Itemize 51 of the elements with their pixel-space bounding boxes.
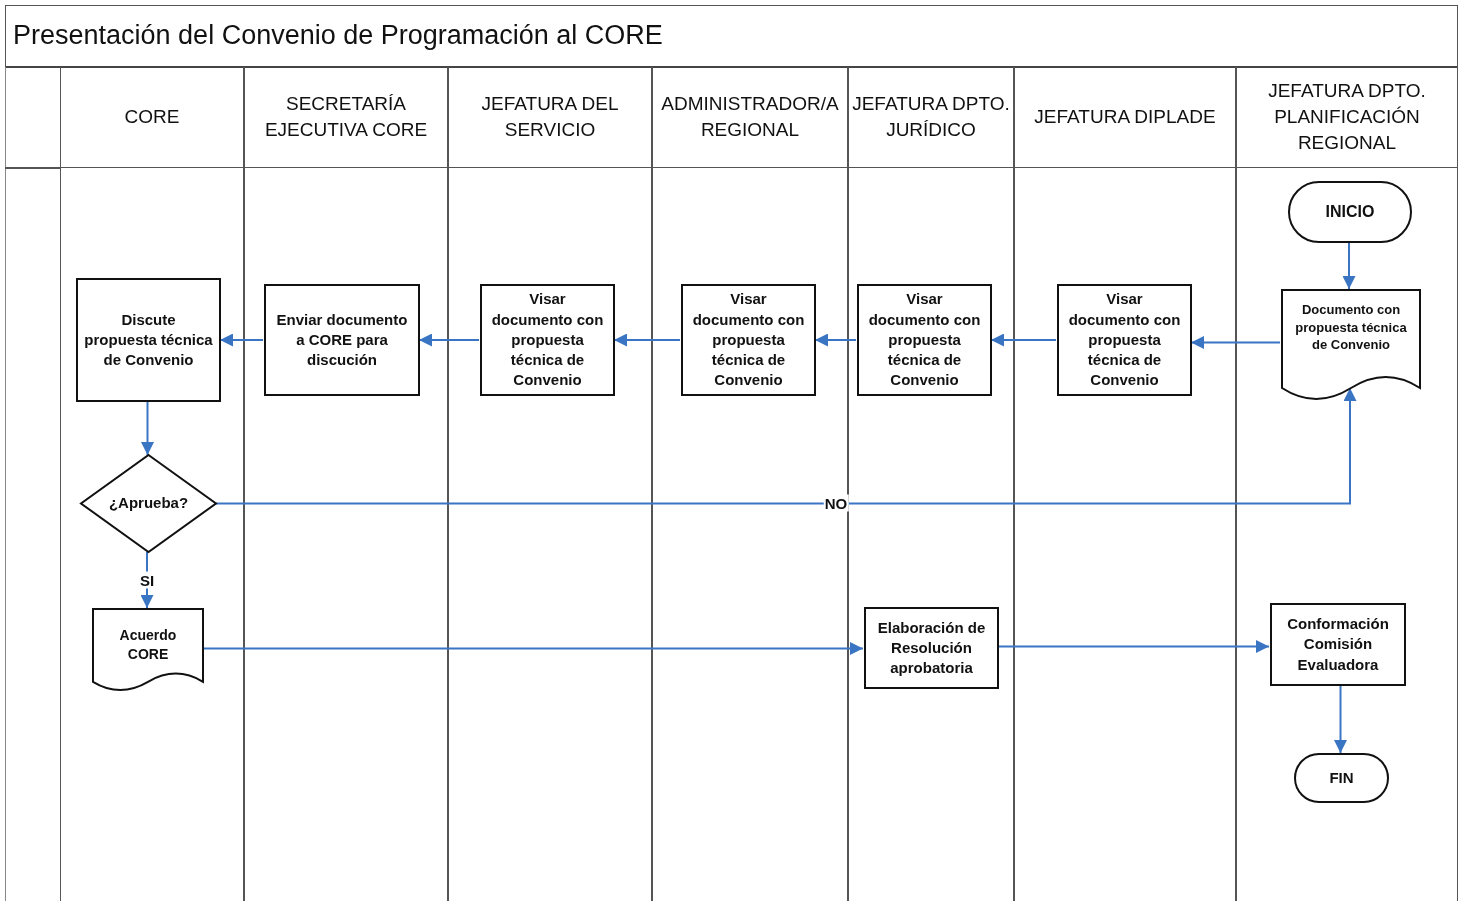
lane-header: JEFATURA DEL SERVICIO — [449, 67, 651, 168]
edge-label: SI — [138, 571, 156, 589]
step-text: Visar documento con propuesta técnica de Convenio — [691, 289, 806, 391]
process-box — [1270, 603, 1406, 686]
process-box — [857, 284, 992, 396]
swimlane — [244, 67, 448, 901]
connector-arrow — [202, 642, 864, 655]
step-text: Enviar documento a CORE para discución — [275, 309, 409, 371]
step-text: Elaboración de Resolución aprobatoria — [876, 617, 987, 679]
swimlane — [848, 67, 1014, 901]
step-text: INICIO — [1324, 202, 1376, 223]
step-text: Documento con propuesta técnica de Convenio — [1294, 301, 1408, 354]
connector-arrow — [997, 640, 1270, 653]
connector-arrow — [141, 401, 154, 456]
step-text: Visar documento con propuesta técnica de Convenio — [1067, 289, 1182, 391]
connector-arrow — [219, 333, 264, 347]
diagram-title: Presentación del Convenio de Programación al CORE — [13, 20, 663, 51]
connector-arrow — [214, 387, 1357, 505]
swimlane — [60, 67, 244, 901]
connector-arrow — [418, 333, 480, 347]
lane-header: JEFATURA DPTO. PLANIFICACIÓN REGIONAL — [1237, 67, 1457, 168]
connector-arrow — [1342, 242, 1356, 290]
lane-header: JEFATURA DIPLADE — [1015, 67, 1235, 168]
terminal-pill — [1294, 753, 1389, 803]
step-text: Acuerdo CORE — [118, 626, 178, 664]
edge-label: NO — [823, 494, 849, 512]
lane-header: SECRETARÍA EJECUTIVA CORE — [245, 67, 447, 168]
step-text: Visar documento con propuesta técnica de Convenio — [867, 289, 982, 391]
step-text: FIN — [1328, 767, 1355, 788]
process-box — [864, 607, 999, 689]
process-box — [76, 278, 221, 402]
connector-arrow — [990, 333, 1057, 347]
swimlane — [448, 67, 652, 901]
step-text: Conformación Comisión Evaluadora — [1286, 614, 1390, 675]
connector-arrow — [1334, 685, 1347, 754]
connector-arrow — [1190, 336, 1281, 349]
process-box — [480, 284, 615, 396]
connector-arrow — [613, 333, 681, 347]
step-text: Visar documento con propuesta técnica de Convenio — [490, 289, 605, 391]
connector-arrow — [814, 333, 857, 347]
process-box — [264, 284, 420, 396]
lane-header: CORE — [61, 67, 243, 168]
swimlane — [652, 67, 848, 901]
lane-header: ADMINISTRADOR/A REGIONAL — [653, 67, 847, 168]
step-text: ¿Aprueba? — [107, 493, 190, 514]
lane-header: JEFATURA DPTO. JURÍDICO — [849, 67, 1013, 168]
swimlane — [1014, 67, 1236, 901]
process-box — [1057, 284, 1192, 396]
process-box — [681, 284, 816, 396]
step-text: Discute propuesta técnica de Convenio — [83, 309, 214, 371]
swimlane — [1236, 67, 1458, 901]
